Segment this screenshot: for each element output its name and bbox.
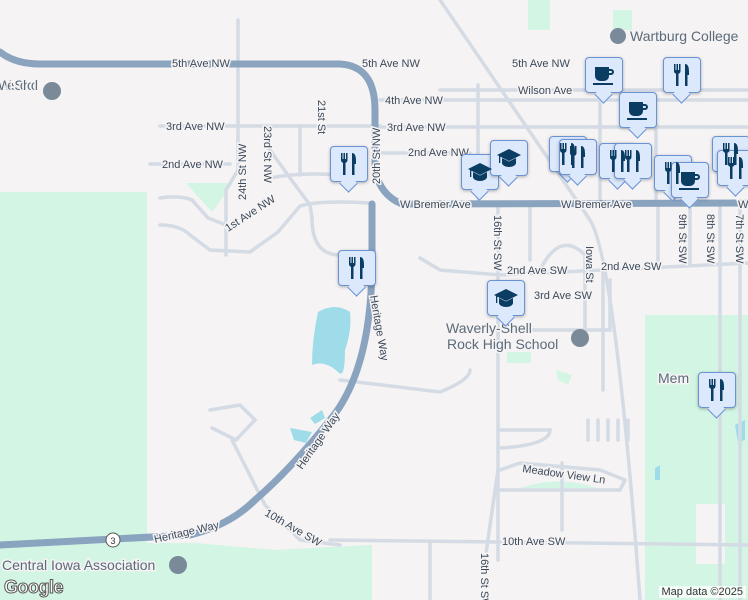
restaurant-marker[interactable]	[330, 146, 368, 182]
fork-knife-icon	[674, 64, 689, 86]
restaurant-marker[interactable]	[559, 139, 597, 175]
graduation-cap-icon	[494, 289, 518, 307]
fork-knife-icon	[728, 157, 743, 179]
street-label: 1st Ave NW	[223, 193, 278, 235]
school-marker[interactable]	[487, 280, 525, 316]
street-label: 24th St NW	[237, 143, 249, 200]
street-label: W	[738, 199, 748, 211]
map-attribution[interactable]: Map data ©2025	[658, 586, 746, 598]
street-label: 21st St	[315, 100, 327, 134]
fork-knife-icon	[610, 150, 625, 172]
street-label: 23rd St NW	[261, 126, 273, 183]
poi-label: Waverly-Shell	[446, 320, 532, 336]
street-label: 5th Ave NW	[362, 58, 420, 70]
street-label: 20th St NW	[371, 127, 383, 184]
street-label: 3rd Ave NW	[387, 122, 446, 134]
fork-knife-icon	[570, 146, 585, 168]
street-label: 7th St SW	[733, 214, 745, 264]
poi-label: West School	[0, 77, 39, 93]
street-label: 2nd Ave SW	[507, 265, 568, 277]
coffee-cup-icon	[627, 102, 648, 120]
fork-knife-icon	[709, 379, 724, 401]
fork-knife-icon	[349, 257, 364, 279]
street-label: Heritage Way	[153, 519, 221, 546]
coffee-marker[interactable]	[671, 162, 709, 198]
poi-label: Wartburg College	[630, 28, 739, 44]
street-label: 8th St SW	[704, 214, 716, 264]
route-3-shield: 3	[105, 532, 121, 548]
street-label: 10th Ave SW	[263, 507, 324, 549]
svg-text:3: 3	[110, 536, 115, 546]
street-label: 16th St SW	[491, 215, 503, 271]
restaurant-marker[interactable]	[663, 57, 701, 93]
poi-label: Central Iowa Association	[2, 557, 155, 573]
school-poi-icons	[43, 28, 626, 574]
street-label: W Bremer Ave	[400, 199, 471, 211]
fork-knife-icon	[341, 153, 356, 175]
street-label: 2nd Ave NW	[408, 147, 470, 159]
poi-label: Rock High School	[447, 336, 558, 352]
coffee-marker[interactable]	[619, 92, 657, 128]
street-label: 9th St SW	[676, 214, 688, 264]
street-label: Wilson Ave	[518, 85, 572, 97]
street-label: 4th Ave NW	[385, 95, 443, 107]
restaurant-marker[interactable]	[338, 250, 376, 286]
street-label: 2nd Ave SW	[601, 261, 662, 273]
street-label: Iowa St	[583, 246, 595, 283]
street-label: 10th Ave SW	[502, 536, 566, 548]
street-label: 3rd Ave NW	[166, 121, 225, 133]
coffee-cup-icon	[679, 172, 700, 190]
street-label: 5th Ave NW	[172, 58, 230, 70]
major-roads	[0, 48, 748, 549]
school-marker[interactable]	[490, 140, 528, 176]
coffee-cup-icon	[593, 67, 614, 85]
poi-label: Mem	[658, 370, 689, 386]
graduation-cap-icon	[468, 163, 492, 181]
graduation-cap-icon	[497, 149, 521, 167]
street-label: 16th St SW	[478, 553, 490, 600]
google-logo: Google	[4, 577, 65, 598]
street-label: 2nd Ave NW	[162, 159, 224, 171]
street-label: 3rd Ave SW	[534, 290, 592, 302]
restaurant-marker[interactable]	[717, 150, 748, 186]
fork-knife-icon	[625, 150, 640, 172]
restaurant-marker[interactable]	[698, 372, 736, 408]
coffee-marker[interactable]	[585, 57, 623, 93]
school-marker[interactable]	[461, 154, 499, 190]
street-label: 5th Ave NW	[512, 58, 570, 70]
fork-knife-icon	[665, 162, 680, 184]
restaurant-marker[interactable]	[614, 143, 652, 179]
street-label: W Bremer Ave	[561, 199, 632, 211]
